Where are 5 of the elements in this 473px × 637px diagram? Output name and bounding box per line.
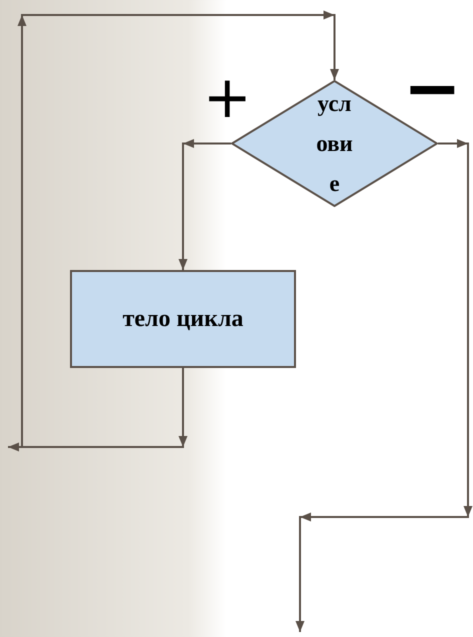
node-label: условие [315,90,354,198]
process-box [70,270,296,368]
minus-sign: − [403,53,462,123]
plus-sign: + [203,68,252,126]
node-label: тело цикла [122,305,244,334]
